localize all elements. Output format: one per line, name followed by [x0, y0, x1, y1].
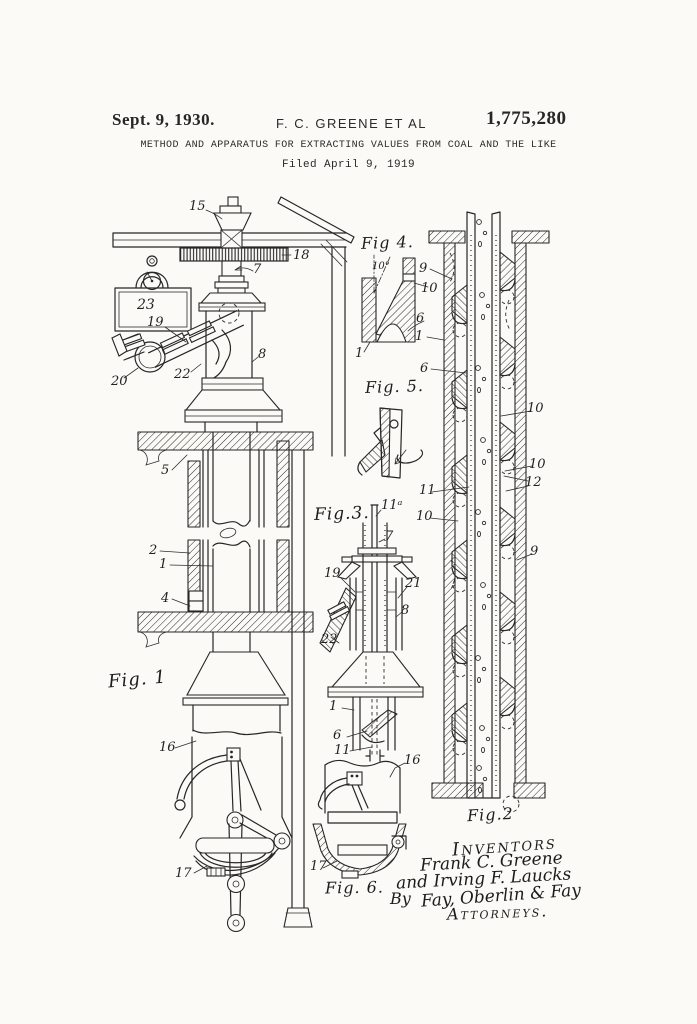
attorneys-label: Attorneys.	[446, 901, 549, 924]
fig3-tool-section	[319, 504, 424, 762]
ref-numeral-g-10: 10	[421, 281, 438, 296]
fig2-leader-lines	[407, 268, 533, 561]
ref-numeral-f2-9: 9	[530, 544, 539, 559]
ref-numeral-f3-11: 11	[334, 743, 351, 758]
fig1-main-column	[184, 310, 283, 433]
ref-numeral-f2-11: 11	[419, 483, 436, 498]
ref-numeral-g-9: 9	[419, 261, 428, 276]
fig1-well-casing	[137, 431, 314, 648]
ref-numeral-f3-19: 19	[324, 566, 341, 581]
ref-numeral-f1-5: 5	[161, 463, 170, 478]
ref-numeral-f4-angle: 10°	[372, 261, 390, 272]
fig1-spindle-and-gear	[179, 196, 289, 312]
ref-numeral-f1-7: 7	[253, 262, 262, 277]
ref-numeral-f6-16: 16	[404, 753, 421, 768]
ref-numeral-f3-7: 7	[385, 529, 394, 544]
figure-label-fig3: Fig.3.	[313, 503, 371, 525]
ref-numeral-f3-6: 6	[333, 728, 342, 743]
fig5-detail-bracket	[357, 407, 424, 479]
fig1-receiver-and-dump	[174, 631, 293, 933]
ref-numeral-f1-4: 4	[161, 591, 170, 606]
ref-numeral-f3-11a: 11ᵃ	[381, 498, 403, 513]
ref-numeral-f1-20: 20	[111, 374, 128, 389]
fig1-leader-lines	[123, 209, 292, 874]
fig1-gauge-and-box	[114, 255, 192, 332]
ref-numeral-g-6b: 6	[420, 361, 429, 376]
figure-label-fig5: Fig. 5.	[364, 375, 425, 398]
fig1-right-post	[283, 449, 313, 928]
fig1-derrick-frame	[112, 196, 355, 457]
fig6-bucket-detail	[312, 759, 407, 879]
patent-filed-line: Filed April 9, 1919	[281, 159, 416, 171]
ref-numeral-f2-10a: 10	[527, 401, 544, 416]
figure-label-fig6: Fig. 6.	[324, 877, 385, 898]
ref-numeral-f2-10c: 10	[416, 509, 433, 524]
ref-numeral-f1-2: 2	[149, 543, 158, 558]
ref-numeral-f3-21: 21	[405, 576, 422, 591]
ref-numeral-f1-15: 15	[189, 199, 206, 214]
ref-numeral-f1-17: 17	[175, 866, 192, 881]
fig1-side-pipes	[111, 302, 244, 380]
ref-numeral-f3-8: 8	[401, 603, 410, 618]
ref-numeral-f2-12: 12	[525, 475, 542, 490]
ref-numeral-f3-22: 22	[321, 632, 338, 647]
ref-numeral-f1-16: 16	[159, 740, 176, 755]
fig4-detail-section	[361, 254, 416, 353]
fig3-leader-lines	[330, 509, 408, 778]
fig2-borehole-section	[428, 211, 550, 813]
figure-label-fig2: Fig.2	[466, 803, 515, 826]
ref-numeral-f1-22: 22	[174, 367, 191, 382]
ref-numeral-f3-1: 1	[329, 699, 338, 714]
patent-title: METHOD AND APPARATUS FOR EXTRACTING VALU…	[140, 140, 557, 151]
ref-numeral-f1-1: 1	[159, 557, 168, 572]
ref-numeral-f2-10b: 10	[529, 457, 546, 472]
patent-applicant: F. C. GREENE ET AL	[276, 116, 428, 131]
ref-numeral-g-6a: 6	[416, 311, 425, 326]
patent-number: 1,775,280	[486, 108, 567, 129]
ref-numeral-f1-8: 8	[258, 347, 267, 362]
ref-numeral-g-1: 1	[415, 329, 424, 344]
patent-date: Sept. 9, 1930.	[112, 110, 215, 129]
ref-numeral-f6-17: 17	[310, 859, 327, 874]
figure-label-fig4: Fig 4.	[360, 232, 415, 253]
ref-numeral-f4-1: 1	[355, 346, 364, 361]
ref-numeral-f1-18: 18	[293, 248, 310, 263]
ref-numeral-f1-23: 23	[137, 297, 155, 313]
by-label: By	[390, 889, 411, 908]
ref-numeral-f1-19: 19	[147, 315, 164, 330]
